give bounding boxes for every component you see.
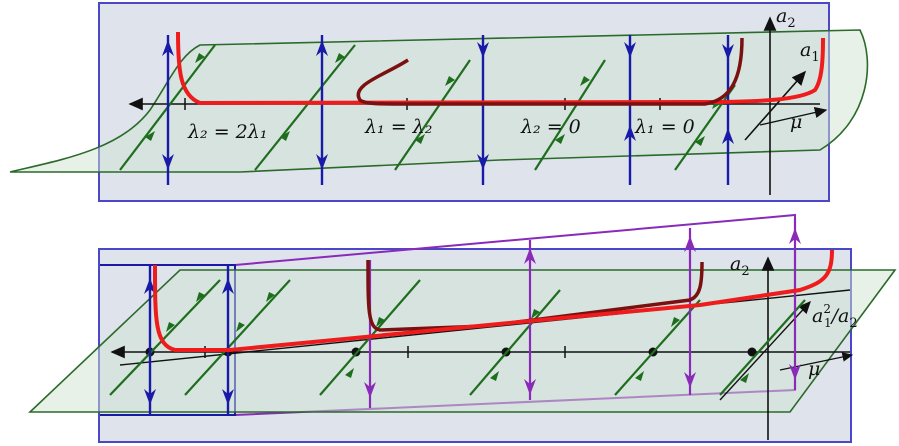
bottom-purple-arrowheads	[364, 228, 801, 398]
top-panel: λ₂ = 2λ₁ λ₁ = λ₂ λ₂ = 0 λ₁ = 0 a2 a1 μ	[9, 2, 869, 202]
top-mu-label: μ	[790, 111, 802, 133]
bottom-center-manifold-plane	[27, 269, 897, 413]
label-lambda2-2lambda1: λ₂ = 2λ₁	[187, 121, 267, 143]
top-a2-label: a2	[776, 5, 796, 31]
top-a1-label: a1	[800, 39, 820, 65]
label-lambda1-lambda2: λ₁ = λ₂	[364, 116, 432, 138]
top-labels: λ₂ = 2λ₁ λ₁ = λ₂ λ₂ = 0 λ₁ = 0 a2 a1 μ	[187, 5, 820, 143]
top-a1-axis	[744, 70, 807, 141]
bottom-blue-flow-lines	[148, 265, 230, 415]
top-mu-short-arrow	[759, 107, 828, 126]
bottom-red-curve	[153, 249, 834, 352]
bottom-blue-arrowheads	[144, 278, 234, 405]
bottom-green-arrowheads	[166, 292, 749, 383]
bottom-a2-label: a2	[730, 253, 750, 279]
bottom-mu-label: μ	[808, 358, 820, 380]
top-green-arrowheads	[145, 53, 722, 146]
label-lambda2-zero: λ₂ = 0	[520, 116, 581, 138]
top-blue-arrowheads	[162, 40, 734, 170]
top-dark-curve	[356, 37, 744, 106]
top-red-curve	[176, 31, 825, 106]
label-lambda1-zero: λ₁ = 0	[634, 116, 695, 138]
bottom-dark-curve	[366, 259, 704, 332]
